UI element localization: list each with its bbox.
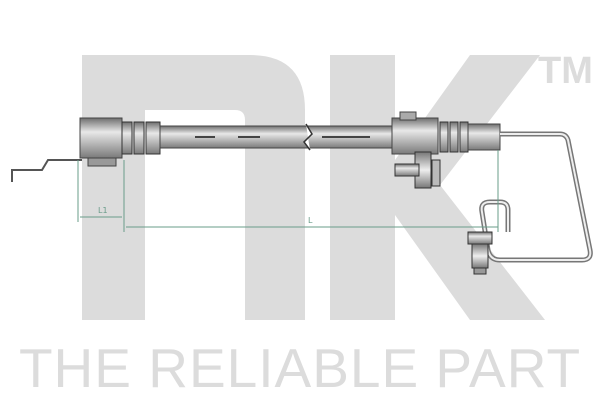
mounting-bracket <box>11 159 82 182</box>
trademark-symbol: TM <box>538 50 593 92</box>
right-bracket <box>394 151 441 189</box>
dimension-label-l: L <box>308 216 313 225</box>
dimension-label-l1: L1 <box>98 206 108 215</box>
nk-logo-watermark <box>82 55 545 320</box>
hose-printing <box>195 136 370 138</box>
dimension-l <box>126 150 499 232</box>
right-fitting <box>391 117 439 155</box>
brand-tagline: THE RELIABLE PART <box>18 337 582 399</box>
left-fitting <box>79 117 123 159</box>
left-crimp-ribs <box>121 121 161 155</box>
pipe-end-fitting <box>467 231 493 275</box>
dimension-l1 <box>77 160 125 232</box>
right-crimp-ribs <box>439 121 469 153</box>
